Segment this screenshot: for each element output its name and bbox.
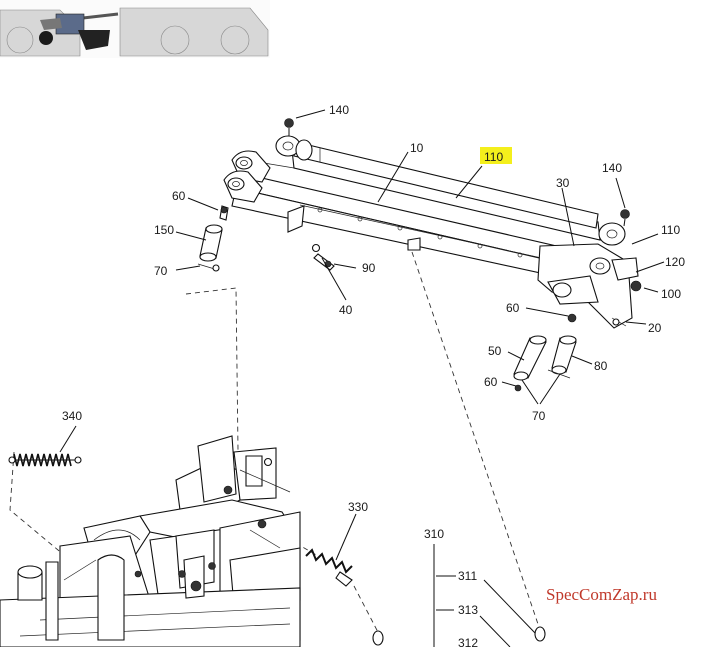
callout-140a[interactable]: 140 (329, 103, 349, 117)
callout-20[interactable]: 20 (648, 321, 662, 335)
machine-thumbnail[interactable] (0, 0, 270, 58)
pin-80[interactable] (547, 335, 577, 379)
bolt-60-right[interactable] (567, 313, 577, 323)
callout-140b[interactable]: 140 (602, 161, 622, 175)
spring-330[interactable] (305, 548, 353, 587)
callout-312[interactable]: 312 (458, 636, 478, 647)
callout-70b[interactable]: 70 (532, 409, 546, 423)
left-beam-eyes[interactable] (223, 150, 271, 203)
assembly-dashed-lines (9, 251, 541, 637)
callout-60b[interactable]: 60 (506, 301, 520, 315)
callout-labels: 140 10 110 30 140 60 150 70 90 40 110 12… (62, 103, 685, 647)
callout-60a[interactable]: 60 (172, 189, 186, 203)
callout-70a[interactable]: 70 (154, 264, 168, 278)
callout-90[interactable]: 90 (362, 261, 376, 275)
callout-80[interactable]: 80 (594, 359, 608, 373)
pin-50[interactable] (513, 335, 547, 392)
callout-60c[interactable]: 60 (484, 375, 498, 389)
callout-310[interactable]: 310 (424, 527, 444, 541)
right-bracket-30[interactable] (537, 222, 642, 329)
pin-150[interactable] (197, 224, 223, 272)
lower-frame-assembly[interactable] (0, 435, 301, 647)
beam-holes (317, 207, 523, 258)
grease-nipple-140-right[interactable] (620, 209, 630, 227)
bracket-plate (287, 205, 421, 251)
callout-110b[interactable]: 110 (661, 223, 680, 237)
callout-110-highlighted[interactable]: 110 (484, 150, 503, 164)
callout-30[interactable]: 30 (556, 176, 570, 190)
spring-340[interactable] (8, 453, 82, 467)
callout-100[interactable]: 100 (661, 287, 681, 301)
callout-330[interactable]: 330 (348, 500, 368, 514)
bolt-90[interactable] (311, 243, 335, 271)
callout-40[interactable]: 40 (339, 303, 353, 317)
callout-313[interactable]: 313 (458, 603, 478, 617)
callout-50[interactable]: 50 (488, 344, 502, 358)
leader-lines (59, 109, 665, 647)
grease-nipple-140-left[interactable] (284, 118, 294, 137)
callout-150[interactable]: 150 (154, 223, 174, 237)
bolt-60-left[interactable] (219, 205, 229, 221)
callout-10[interactable]: 10 (410, 141, 424, 155)
callout-110-highlight (480, 147, 512, 164)
callout-311[interactable]: 311 (458, 569, 477, 583)
hydraulic-cylinder-110[interactable] (275, 135, 599, 229)
callout-340[interactable]: 340 (62, 409, 82, 423)
chain-hook[interactable] (372, 626, 546, 646)
callout-120[interactable]: 120 (665, 255, 685, 269)
watermark: SpecComZap.ru (546, 585, 657, 604)
